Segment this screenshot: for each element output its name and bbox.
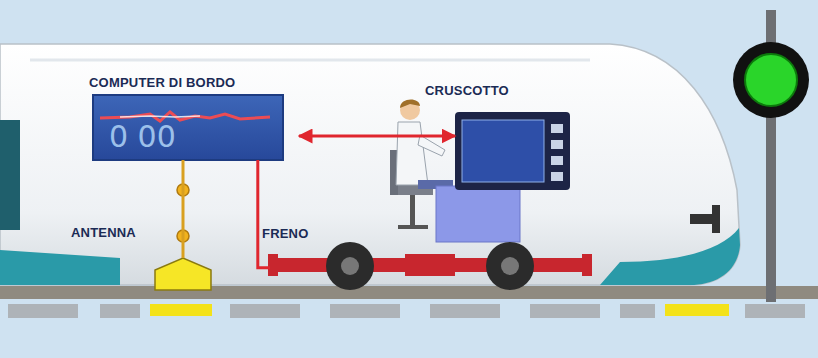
part-label: COMPUTER DI BORDO [89, 75, 235, 90]
part-label: FRENO [262, 226, 309, 241]
wheel [326, 242, 374, 290]
dashboard-buttons [551, 124, 563, 181]
chair-base [398, 225, 428, 229]
roof-line [30, 59, 590, 62]
connector [299, 135, 455, 138]
signal-head [733, 42, 809, 118]
person-head [400, 100, 420, 120]
brake-bogie: FRENO [270, 248, 590, 292]
chair-leg [410, 195, 415, 225]
balise [665, 304, 729, 316]
brake-block [405, 254, 455, 276]
person-hair [400, 99, 420, 108]
signal-glow [120, 116, 200, 117]
coupler [712, 205, 720, 233]
part-label: CRUSCOTTO [425, 83, 509, 98]
train-body [0, 44, 740, 285]
brake-block [582, 254, 592, 276]
teal-stripe [600, 228, 740, 285]
person-arm [418, 135, 445, 156]
dashboard-screen: CRUSCOTTO [455, 112, 570, 190]
green-light [745, 54, 797, 106]
dashboard-display [462, 120, 544, 182]
display-reading: 0 00 [93, 95, 299, 153]
onboard-computer: COMPUTER DI BORDO0 00 [93, 95, 299, 160]
antenna-symbol [155, 258, 211, 290]
wheel-hub [501, 257, 519, 275]
side-window [0, 120, 20, 230]
dashboard-frame [455, 112, 570, 190]
desk [436, 186, 520, 242]
brake-block [268, 254, 278, 276]
teal-stripe [0, 250, 120, 285]
wheel [486, 242, 534, 290]
sleepers [8, 304, 805, 318]
antenna-block: ANTENNA [155, 258, 211, 290]
part-label: ANTENNA [71, 225, 136, 240]
rail-bed [0, 286, 818, 299]
person-body [396, 122, 428, 185]
wheel-hub [341, 257, 359, 275]
connector [182, 160, 185, 258]
connector [258, 160, 270, 268]
balise [150, 304, 212, 316]
